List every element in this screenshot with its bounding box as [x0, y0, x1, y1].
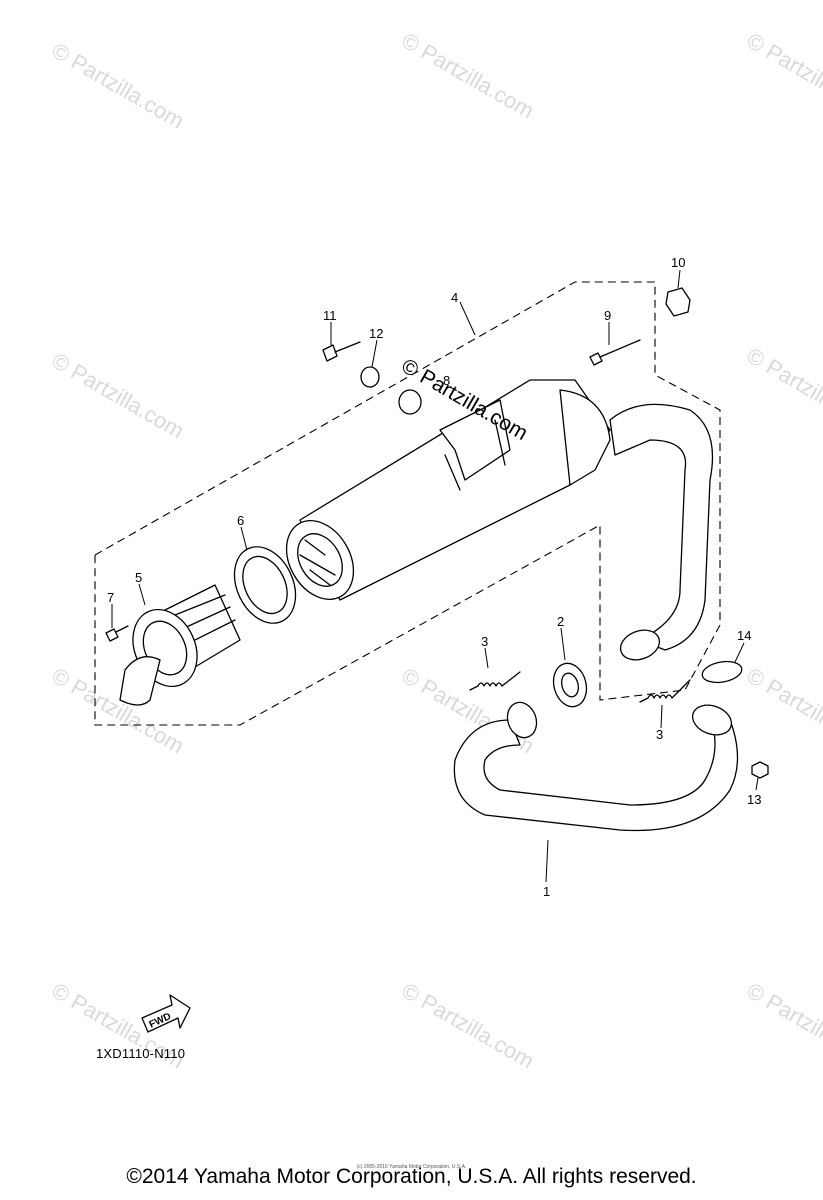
callout-13: 13: [747, 792, 761, 807]
spring-right: [639, 679, 691, 703]
callout-6: 6: [237, 513, 244, 528]
callout-labels: 1 2 3 3 4 5 6 7 8 9 10 11 12 13 14: [107, 255, 761, 899]
callout-7: 7: [107, 590, 114, 605]
watermark: © Partzilla.com: [743, 28, 823, 124]
watermark: © Partzilla.com: [743, 663, 823, 759]
gasket: [233, 546, 297, 624]
callout-8: 8: [443, 373, 450, 388]
assembly-outline: [94, 281, 721, 726]
copyright-notice: ©2014 Yamaha Motor Corporation, U.S.A. A…: [126, 1165, 697, 1188]
damper-10: [665, 287, 691, 317]
exhaust-pipe: [453, 701, 739, 832]
small-credit: (c) 2005-2016 Yamaha Motor Corporation, …: [356, 1164, 467, 1170]
diagram-code: 1XD1110-N110: [96, 1046, 186, 1061]
bolt-11: [322, 341, 361, 362]
callout-5: 5: [135, 570, 142, 585]
watermark: © Partzilla.com: [398, 28, 539, 124]
nut-13: [751, 761, 769, 779]
washer-12: [360, 366, 380, 388]
callout-12: 12: [369, 326, 383, 341]
bolt-9: [589, 339, 641, 366]
callout-2: 2: [557, 614, 564, 629]
tail-pipe: [609, 403, 714, 661]
damper-8: [398, 389, 422, 415]
watermark: © Partzilla.com: [743, 978, 823, 1074]
callout-1: 1: [543, 884, 550, 899]
callout-3: 3: [656, 727, 663, 742]
end-cap: [119, 584, 241, 706]
muffler-body: [285, 379, 611, 601]
bolt-7: [105, 625, 129, 642]
watermark: © Partzilla.com: [398, 978, 539, 1074]
spring-left: [469, 671, 521, 691]
callout-11: 11: [323, 308, 337, 323]
watermark: © Partzilla.com: [48, 38, 189, 134]
callout-10: 10: [671, 255, 685, 270]
gasket-14: [701, 660, 743, 684]
watermark: © Partzilla.com: [743, 343, 823, 439]
callout-9: 9: [604, 308, 611, 323]
gasket-2: [552, 662, 588, 708]
leader-lines: [111, 269, 759, 883]
watermark: © Partzilla.com: [48, 348, 189, 444]
fwd-arrow-icon: FWD: [141, 994, 191, 1033]
callout-4: 4: [451, 290, 458, 305]
callout-14: 14: [737, 628, 751, 643]
callout-3: 3: [481, 634, 488, 649]
